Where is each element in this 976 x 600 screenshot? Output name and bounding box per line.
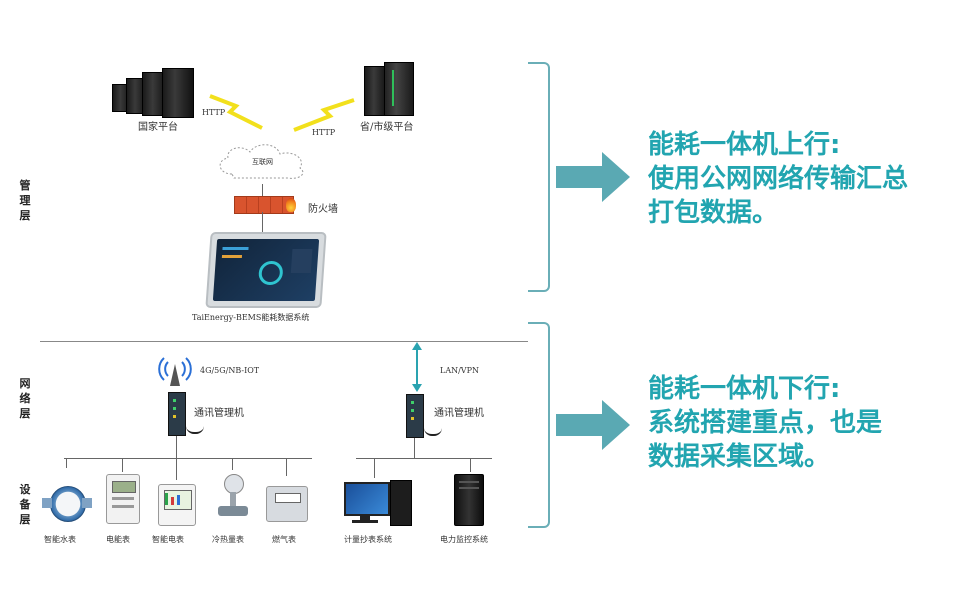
lower-brace: [528, 322, 550, 528]
gateway-left-cable-icon: [186, 424, 204, 434]
layer-label-network: 网络层: [19, 377, 31, 420]
layer-label-management: 管理层: [19, 179, 31, 222]
metering-system-pc-icon: [344, 480, 414, 526]
power-monitoring-server-icon: [454, 474, 484, 526]
upper-callout-line-2: 使用公网网络传输汇总: [648, 164, 909, 194]
smart-electric-meter-icon: [158, 484, 196, 526]
fire-icon: [286, 198, 296, 212]
device-label-gas: 燃气表: [272, 535, 296, 544]
lower-callout-line-2: 系统搭建重点，也是: [648, 408, 883, 438]
internet-cloud-icon: [219, 144, 304, 179]
lower-callout-line-3: 数据采集区域。: [648, 442, 831, 472]
firewall-icon: [234, 196, 294, 214]
heat-meter-icon: [218, 474, 248, 524]
device-label-water: 智能水表: [44, 535, 76, 544]
device-label-power-monitoring: 电力监控系统: [440, 535, 488, 544]
upper-callout-line-1: 能耗一体机上行:: [648, 130, 841, 160]
energy-meter-icon: [106, 474, 140, 524]
bems-monitor-icon: [205, 232, 327, 308]
lower-callout-line-1: 能耗一体机下行:: [648, 374, 841, 404]
http-right-label: HTTP: [312, 128, 336, 137]
gas-meter-icon: [266, 486, 308, 522]
device-label-smart-electric: 智能电表: [152, 535, 184, 544]
firewall-label: 防火墙: [308, 204, 338, 215]
gateway-left-label: 通讯管理机: [194, 408, 244, 419]
gateway-right-cable-icon: [424, 426, 442, 436]
wireless-antenna-icon: [158, 357, 192, 386]
http-left-label: HTTP: [202, 108, 226, 117]
lower-callout: 能耗一体机下行: 系统搭建重点，也是 数据采集区域。: [648, 372, 882, 474]
gateway-right-icon: [406, 394, 424, 438]
lan-bidirectional-arrow-icon: [412, 342, 422, 392]
gateway-right-label: 通讯管理机: [434, 408, 484, 419]
layer-label-device: 设备层: [19, 483, 31, 526]
device-label-energy: 电能表: [106, 535, 130, 544]
provincial-platform-label: 省/市级平台: [360, 122, 414, 133]
upper-arrow-icon: [556, 152, 630, 202]
device-label-heat: 冷热量表: [212, 535, 244, 544]
internet-label: 互联网: [252, 158, 273, 166]
lightning-left-icon: [209, 94, 263, 130]
lan-vpn-label: LAN/VPN: [440, 366, 479, 375]
national-platform-label: 国家平台: [138, 122, 178, 133]
water-meter-icon: [50, 486, 86, 522]
upper-brace: [528, 62, 550, 292]
lower-arrow-icon: [556, 400, 630, 450]
lightning-right-icon: [293, 98, 355, 132]
wireless-protocol-label: 4G/5G/NB-IOT: [200, 366, 260, 375]
upper-callout-line-3: 打包数据。: [648, 198, 779, 228]
device-label-metering-system: 计量抄表系统: [344, 535, 392, 544]
upper-callout: 能耗一体机上行: 使用公网网络传输汇总 打包数据。: [648, 128, 908, 230]
gateway-left-icon: [168, 392, 186, 436]
bems-system-label: TaiEnergy-BEMS能耗数据系统: [192, 313, 310, 322]
